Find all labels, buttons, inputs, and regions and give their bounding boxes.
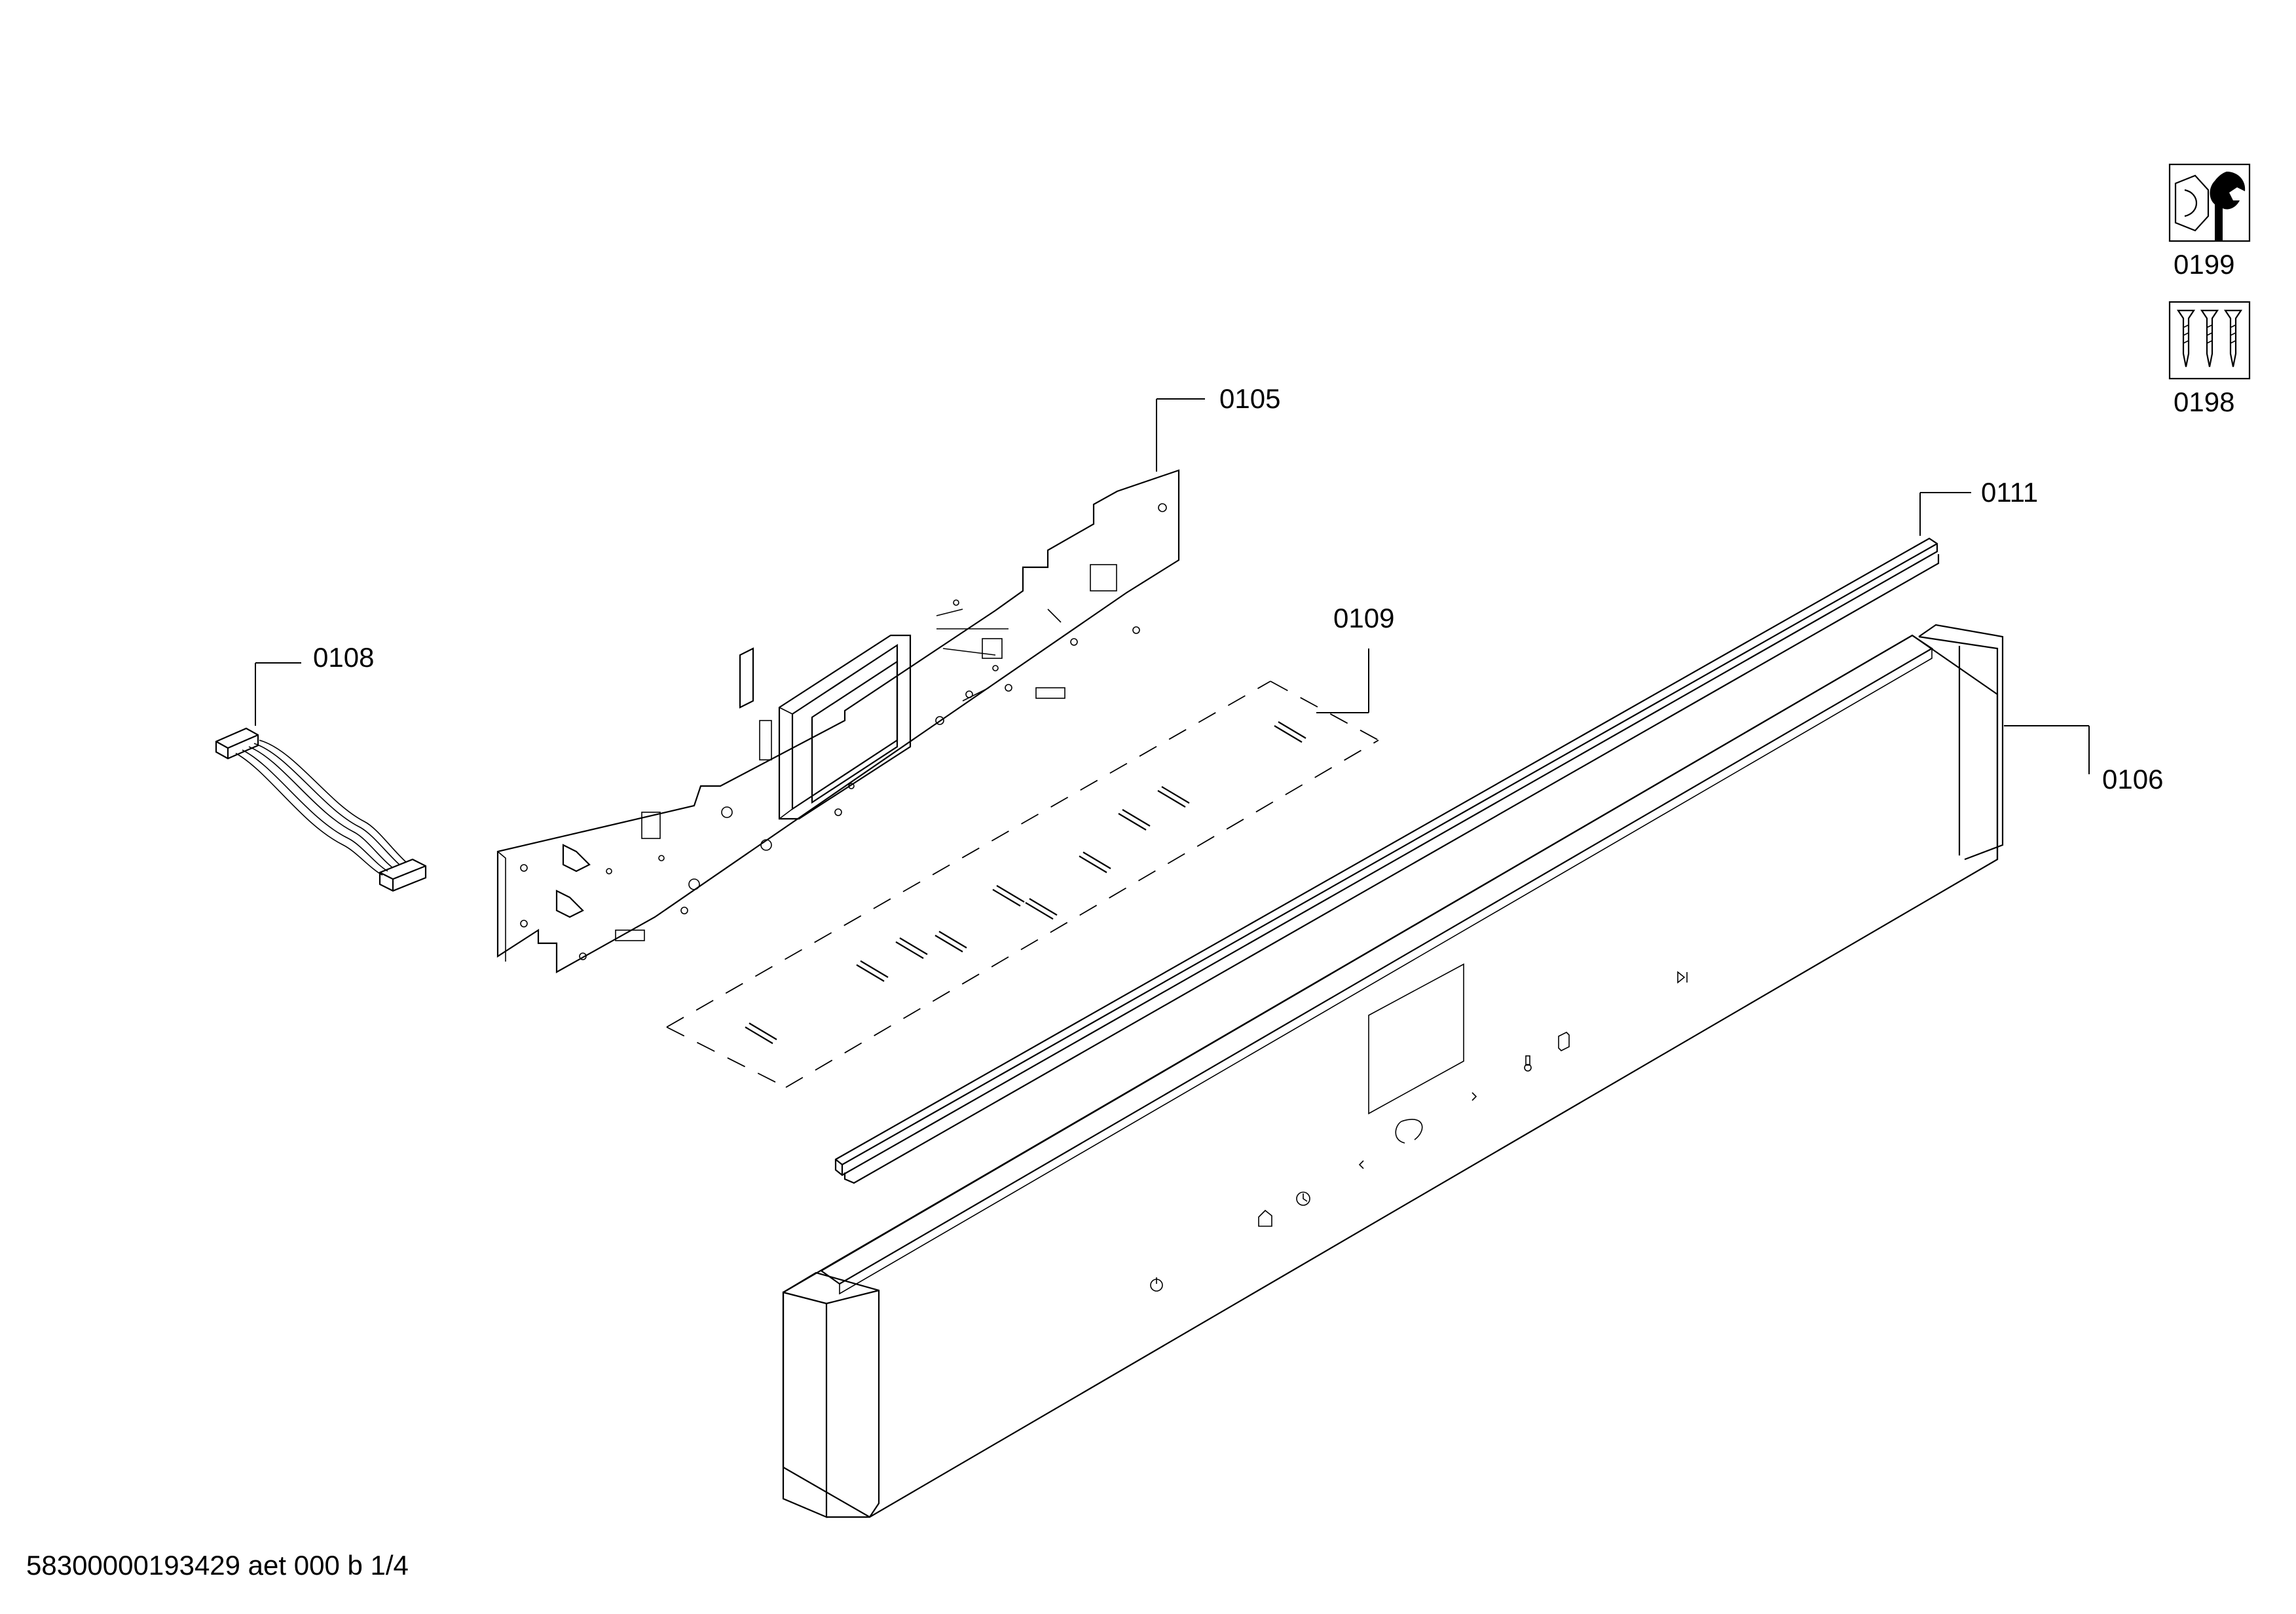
chevron-left-icon[interactable] <box>1358 1160 1364 1169</box>
label-0111: 0111 <box>1981 477 2038 508</box>
clock-icon[interactable] <box>1296 1192 1310 1206</box>
part-0106-control-panel[interactable] <box>782 624 2090 1518</box>
thermometer-icon[interactable] <box>1524 1055 1532 1072</box>
label-0199: 0199 <box>2174 249 2234 280</box>
part-0111-trim-strip[interactable] <box>834 492 1971 1184</box>
part-0109-contact-springs[interactable] <box>666 648 1379 1088</box>
label-0106: 0106 <box>2102 764 2163 795</box>
label-0198: 0198 <box>2174 386 2234 417</box>
document-id: 58300000193429 aet 000 b 1/4 <box>26 1550 409 1581</box>
chevron-right-icon[interactable] <box>1472 1092 1477 1101</box>
door-icon[interactable] <box>1558 1032 1570 1051</box>
dial-icon[interactable] <box>1395 1119 1423 1144</box>
label-0105: 0105 <box>1219 383 1280 414</box>
play-pause-icon[interactable] <box>1677 971 1688 984</box>
label-0109: 0109 <box>1333 603 1394 633</box>
home-icon[interactable] <box>1258 1209 1272 1227</box>
label-0108: 0108 <box>313 642 374 673</box>
kit-0199-wrench-nut-icon[interactable] <box>2168 163 2251 242</box>
power-icon[interactable] <box>1150 1277 1163 1292</box>
kit-0198-screws-icon[interactable] <box>2168 301 2251 380</box>
part-0105-control-board[interactable] <box>496 398 1205 973</box>
part-0108-cable-harness[interactable] <box>215 662 427 892</box>
spring-set <box>745 721 1306 1044</box>
